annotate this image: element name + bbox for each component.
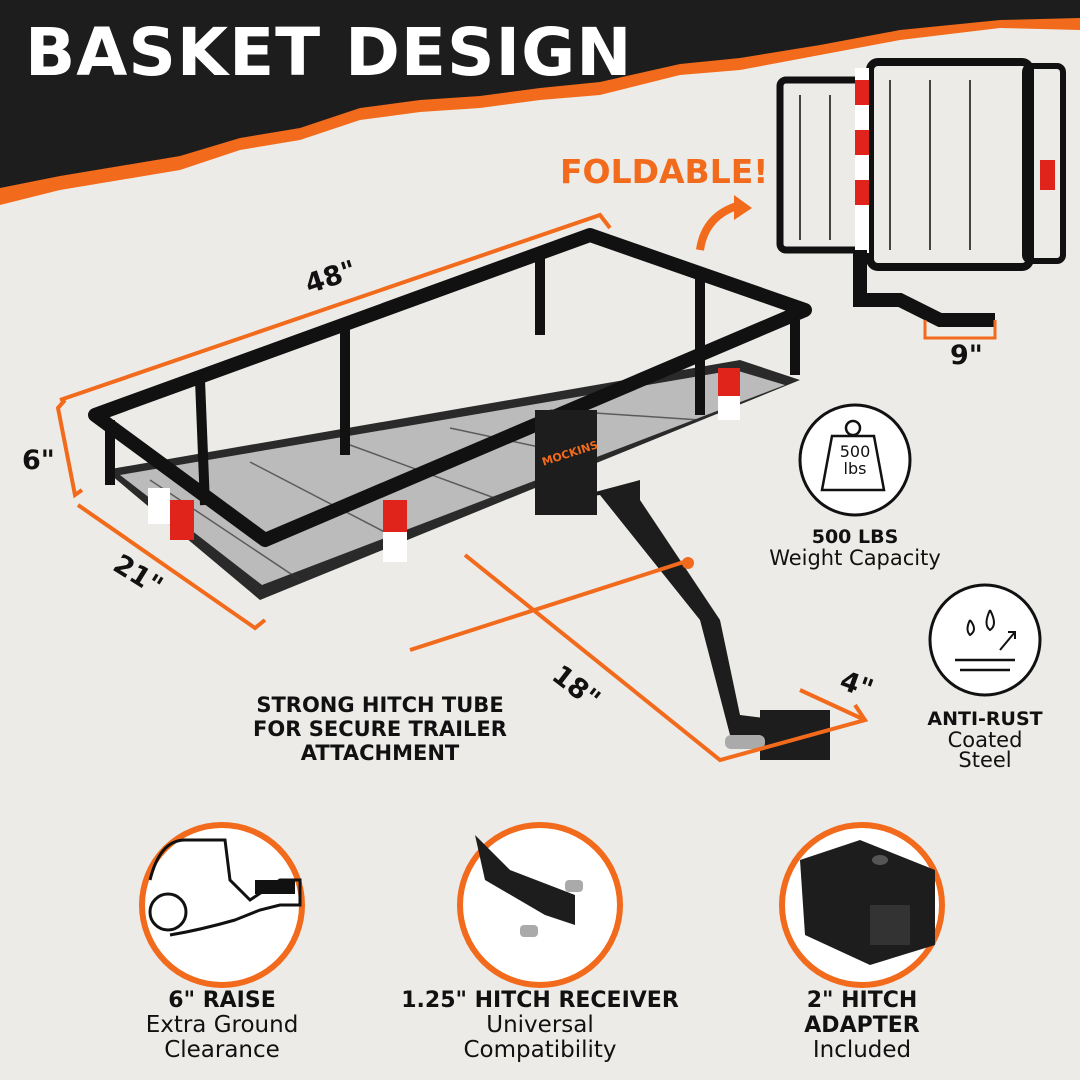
feature-sub: Compatibility bbox=[463, 1037, 617, 1063]
feature-sub: Extra Ground bbox=[145, 1012, 299, 1038]
feature-title: ADAPTER bbox=[804, 1013, 920, 1038]
folded-basket-image bbox=[776, 58, 1066, 327]
feature-title: 6" RAISE bbox=[168, 988, 276, 1013]
rust-line2: Steel bbox=[958, 748, 1012, 772]
hitch-tube-label: STRONG HITCH TUBE FOR SECURE TRAILER ATT… bbox=[220, 693, 540, 765]
rust-title: ANTI-RUST bbox=[927, 708, 1043, 730]
weight-title: 500 LBS bbox=[811, 526, 899, 548]
dimension-lines bbox=[55, 212, 869, 763]
cargo-basket-image bbox=[88, 228, 830, 760]
feature-hitch-adapter-image bbox=[779, 822, 945, 988]
weight-icon-value: 500 bbox=[839, 442, 871, 461]
feature-sub: Universal bbox=[486, 1012, 594, 1038]
page-title: BASKET DESIGN bbox=[25, 14, 633, 91]
feature-sub: Clearance bbox=[164, 1037, 280, 1063]
header-band bbox=[0, 0, 1080, 188]
dimension-folded: 9" bbox=[950, 340, 983, 371]
weight-capacity-label: 500 LBS Weight Capacity bbox=[755, 526, 955, 570]
hitch-line1: STRONG HITCH TUBE bbox=[256, 693, 504, 717]
foldable-callout: FOLDABLE! bbox=[560, 152, 769, 191]
feature-hitch-receiver: 1.25" HITCH RECEIVER Universal Compatibi… bbox=[380, 988, 700, 1063]
hitch-line3: ATTACHMENT bbox=[300, 741, 460, 765]
feature-hitch-receiver-image bbox=[457, 822, 623, 988]
weight-subtitle: Weight Capacity bbox=[769, 546, 941, 570]
feature-raise: 6" RAISE Extra Ground Clearance bbox=[62, 988, 382, 1063]
feature-title: 1.25" HITCH RECEIVER bbox=[401, 988, 679, 1013]
anti-rust-icon bbox=[928, 583, 1042, 697]
hitch-line2: FOR SECURE TRAILER bbox=[253, 717, 507, 741]
feature-hitch-adapter: 2" HITCH ADAPTER Included bbox=[702, 988, 1022, 1063]
feature-title: 2" HITCH bbox=[806, 988, 918, 1013]
rust-line1: Coated bbox=[947, 728, 1023, 752]
weight-icon-text: 500 lbs bbox=[820, 443, 890, 477]
weight-icon-unit: lbs bbox=[843, 459, 867, 478]
feature-sub: Included bbox=[812, 1037, 912, 1063]
feature-raise-image bbox=[139, 822, 305, 988]
arrow-icon bbox=[696, 201, 742, 251]
dimension-height: 6" bbox=[22, 445, 55, 476]
anti-rust-label: ANTI-RUST Coated Steel bbox=[905, 708, 1065, 772]
